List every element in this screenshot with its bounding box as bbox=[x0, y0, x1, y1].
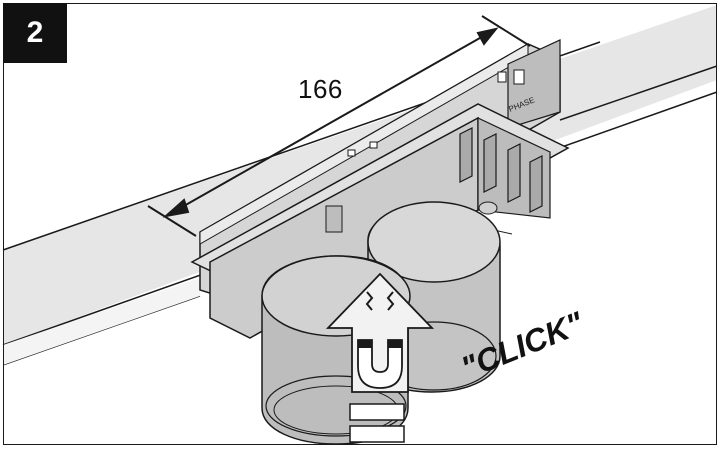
magnet-icon bbox=[357, 339, 403, 389]
step-number-badge: 2 bbox=[3, 3, 67, 63]
push-up-arrow-icon bbox=[325, 272, 435, 393]
spacer-plates bbox=[349, 403, 405, 443]
figure-frame bbox=[3, 3, 717, 445]
dimension-arrow-icon bbox=[147, 15, 531, 237]
dimension-label: 166 bbox=[298, 74, 343, 104]
